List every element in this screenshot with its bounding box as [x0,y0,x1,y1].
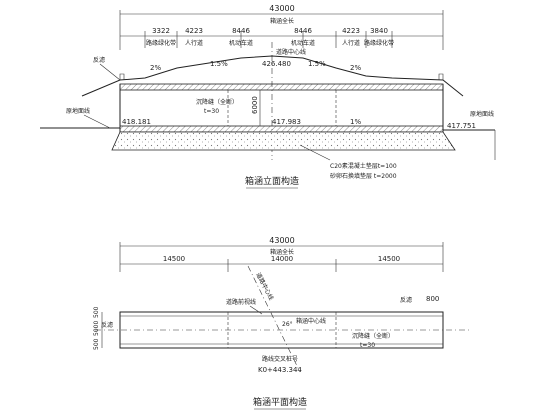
seg-1: 4223 [185,27,203,35]
plan-section: 43000 箱涵全长 14500 14000 14500 道路中心线 反滤 箱涵… [93,236,470,410]
ground-line-label: 原地面线 [66,107,90,115]
plan-dim-1: 5000 [93,321,100,336]
plan-right-label: 反滤 [400,296,412,304]
culvert-bottom-slab [119,125,444,133]
seg-3: 8446 [294,27,312,35]
seg-name-3: 机动车道 [291,39,315,47]
plan-left-end-label: 反滤 [101,321,113,329]
plan-hinge-thickness: t=30 [360,342,375,349]
slope-4: 2% [350,64,361,72]
right-elevation: 417.751 [447,122,476,130]
seg-name-2: 机动车道 [229,39,253,47]
road-profile [81,55,464,97]
centerline-label: 道路中心线 [276,48,306,56]
plan-seg-1: 14000 [271,255,293,263]
seg-5: 3840 [370,27,388,35]
plan-hinge-label: 沉降缝（全断） [352,332,394,340]
left-elevation: 418.181 [122,118,151,126]
crown-elevation: 426.480 [262,60,291,68]
plan-total-length: 43000 [269,236,294,245]
gravel-base [111,131,456,151]
hinge-thickness: t=30 [204,108,219,115]
plan-title: 箱涵平面构造 [253,396,307,408]
slope-3: 1.5% [308,60,326,68]
station-value: K0+443.344 [258,366,302,374]
plan-center-label: 箱涵中心线 [296,317,326,325]
left-end-label: 反滤 [93,56,105,64]
seg-4: 4223 [342,27,360,35]
total-length-label: 箱涵全长 [270,17,294,25]
skew-label: 道路中心线 [254,271,275,301]
total-length: 43000 [269,4,294,13]
slope-1: 2% [150,64,161,72]
plan-dim-0: 500 [93,306,100,318]
seg-0: 3322 [152,27,170,35]
plan-angle: 26° [282,321,293,328]
plan-left-label: 道路前视线 [226,298,256,306]
invert-elevation: 417.983 [272,118,301,126]
seg-name-5: 路缘绿化带 [364,39,394,47]
culvert-top-slab [119,83,444,91]
hinge-label: 沉降缝（全断） [196,98,238,106]
height-dim: 6000 [251,96,259,114]
seg-2: 8446 [232,27,250,35]
seg-name-4: 人行道 [342,39,360,47]
seg-name-1: 人行道 [185,39,203,47]
base-note-1: C20素混凝土垫层t=100 [330,162,397,170]
plan-800: 800 [426,295,439,303]
elevation-title: 箱涵立面构造 [245,175,299,187]
invert-slope: 1% [350,118,361,126]
seg-name-0: 路缘绿化带 [146,39,176,47]
plan-total-label: 箱涵全长 [270,248,294,256]
elevation-section: 43000 箱涵全长 3322 4223 8446 8446 4223 3840… [40,4,496,189]
base-note-2: 砂卵石换填垫层 t=2000 [330,172,397,180]
station-label: 路线交叉桩号 [262,355,298,363]
right-ground-label: 原地面线 [470,110,494,118]
slope-2: 1.5% [210,60,228,68]
plan-seg-0: 14500 [163,255,185,263]
plan-dim-2: 500 [93,338,100,350]
plan-seg-2: 14500 [378,255,400,263]
